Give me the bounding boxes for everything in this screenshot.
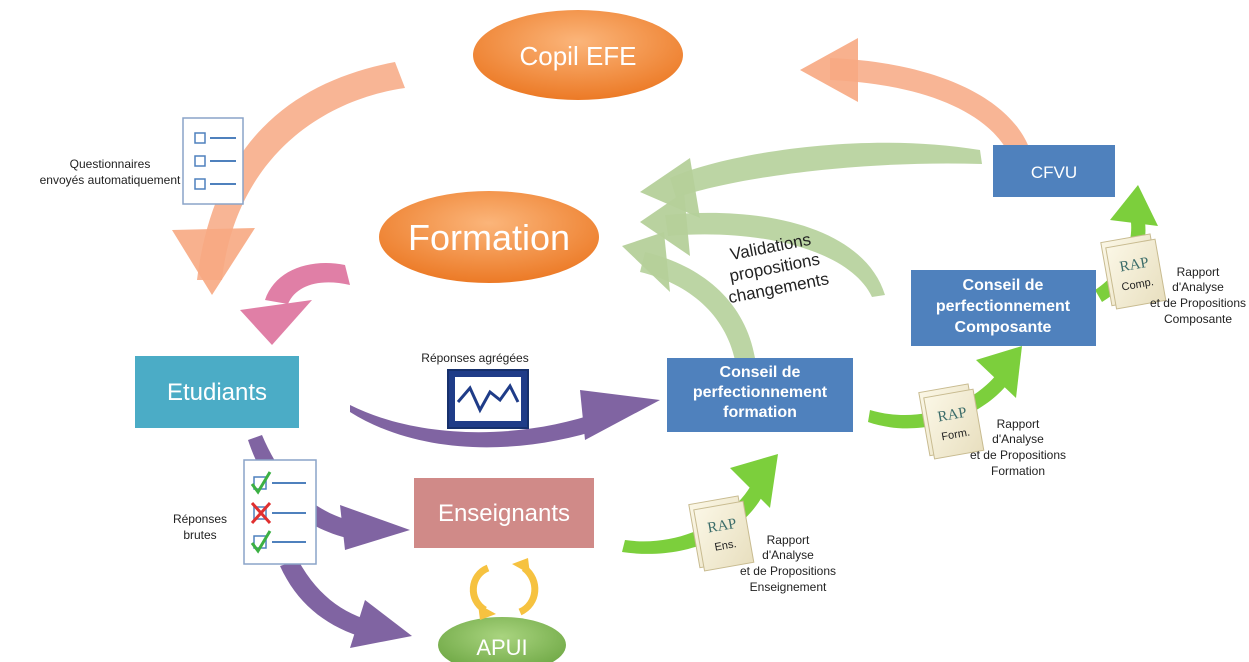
raw-responses-checklist-icon xyxy=(243,459,317,565)
node-etudiants[interactable]: Etudiants xyxy=(135,356,299,428)
rap-document-formation-icon: RAP Form. xyxy=(918,383,985,460)
etudiants-label: Etudiants xyxy=(167,379,267,406)
rap-comp-sub: Comp. xyxy=(1121,276,1155,293)
formation-label: Formation xyxy=(408,217,570,258)
cpc-line-3: Composante xyxy=(955,319,1052,336)
node-enseignants[interactable]: Enseignants xyxy=(414,478,594,548)
arrow-formation-to-etudiants xyxy=(240,263,350,345)
rap-comp-caption-3: et de Propositions xyxy=(1150,296,1246,310)
arrow-reponses-to-apui xyxy=(280,560,412,648)
arrow-cpf-to-formation xyxy=(622,232,755,360)
node-formation[interactable]: Formation xyxy=(379,191,599,283)
reponses-brutes-line-1: Réponses xyxy=(173,512,227,526)
cpf-line-2: perfectionnement xyxy=(693,384,828,401)
cpc-line-2: perfectionnement xyxy=(936,298,1071,315)
node-conseil-perfectionnement-formation[interactable]: Conseil de perfectionnement formation xyxy=(667,358,853,432)
enseignants-label: Enseignants xyxy=(438,500,570,527)
refresh-cycle-icon xyxy=(469,558,539,620)
rap-form-caption-3: et de Propositions xyxy=(970,448,1066,462)
questionnaires-line-2: envoyés automatiquement xyxy=(40,173,181,187)
rap-comp-code: RAP xyxy=(1118,255,1150,276)
node-apui[interactable]: APUI xyxy=(438,617,566,662)
rap-form-code: RAP xyxy=(936,405,968,426)
rap-document-enseignement-icon: RAP Ens. xyxy=(688,495,755,572)
arrow-etudiants-to-cpf xyxy=(350,390,660,448)
arrow-cpc-to-formation xyxy=(640,192,885,297)
rap-ens-caption-4: Enseignement xyxy=(750,580,827,594)
reponses-agregees-label: Réponses agrégées xyxy=(421,351,528,365)
cfvu-label: CFVU xyxy=(1031,163,1077,182)
node-copil-efe[interactable]: Copil EFE xyxy=(473,10,683,100)
rap-ens-sub: Ens. xyxy=(714,538,738,554)
arrow-cfvu-to-formation xyxy=(640,142,982,218)
cpf-line-3: formation xyxy=(723,404,797,421)
rap-ens-code: RAP xyxy=(706,516,738,537)
questionnaires-line-1: Questionnaires xyxy=(70,157,151,171)
rap-form-caption-2: d'Analyse xyxy=(992,432,1044,446)
rap-form-sub: Form. xyxy=(941,426,971,443)
arrow-cfvu-to-copil xyxy=(800,38,1030,152)
cpf-line-1: Conseil de xyxy=(720,364,801,381)
rap-form-caption-4: Formation xyxy=(991,464,1045,478)
rap-form-caption-1: Rapport xyxy=(997,417,1040,431)
questionnaire-form-icon xyxy=(182,117,244,205)
node-cfvu[interactable]: CFVU xyxy=(993,145,1115,197)
rap-comp-caption-2: d'Analyse xyxy=(1172,280,1224,294)
rap-ens-caption-2: d'Analyse xyxy=(762,548,814,562)
aggregated-responses-chart-icon xyxy=(447,369,529,429)
rap-ens-caption-3: et de Propositions xyxy=(740,564,836,578)
rap-comp-caption-4: Composante xyxy=(1164,312,1232,326)
reponses-brutes-line-2: brutes xyxy=(183,528,216,542)
node-conseil-perfectionnement-composante[interactable]: Conseil de perfectionnement Composante xyxy=(911,270,1096,346)
rap-comp-caption-1: Rapport xyxy=(1177,265,1220,279)
cpc-line-1: Conseil de xyxy=(963,277,1044,294)
apui-label: APUI xyxy=(476,635,527,660)
copil-label: Copil EFE xyxy=(519,41,636,71)
rap-document-composante-icon: RAP Comp. xyxy=(1100,233,1167,310)
rap-ens-caption-1: Rapport xyxy=(767,533,810,547)
